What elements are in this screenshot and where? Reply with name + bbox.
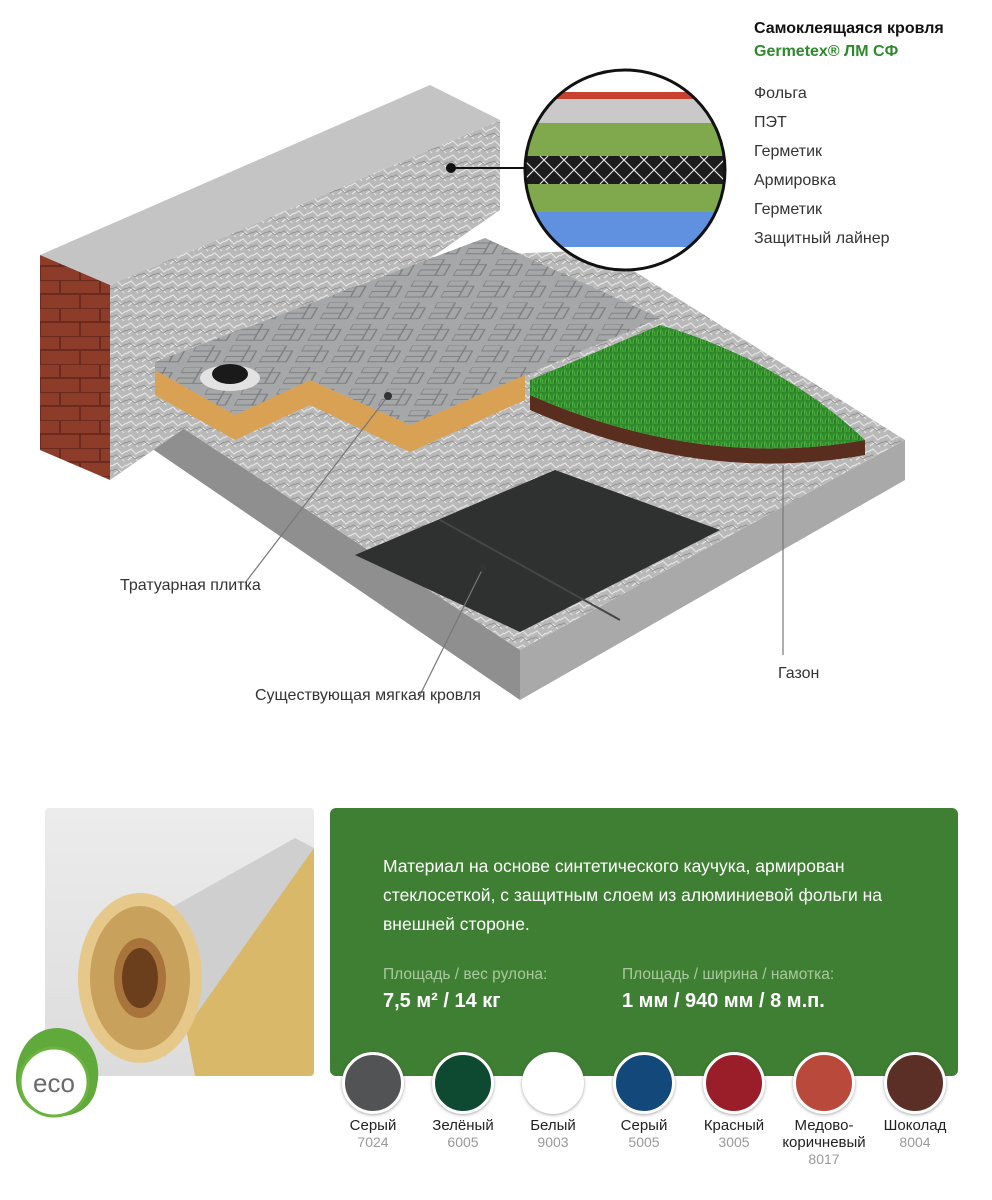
swatch-name: Шоколад xyxy=(883,1117,947,1134)
lawn-grass xyxy=(530,325,865,449)
tile-callout-line xyxy=(244,395,389,584)
roof-callout-line xyxy=(419,567,484,696)
wall-top xyxy=(40,85,500,285)
product-description: Материал на основе синтетического каучук… xyxy=(383,856,882,934)
swatch-circle[interactable] xyxy=(793,1052,855,1114)
eco-badge: eco xyxy=(16,1028,99,1118)
soft-roof-seam xyxy=(439,519,621,621)
reinforcement-band xyxy=(525,156,725,184)
swatch-name: Медово- коричневый xyxy=(782,1117,866,1151)
swatch-circle[interactable] xyxy=(884,1052,946,1114)
color-swatch-green-6005[interactable]: Зелёный 6005 xyxy=(418,1052,508,1151)
callout-paving-tile: Тратуарная плитка xyxy=(120,577,261,594)
magnifier-ring xyxy=(523,68,727,272)
layer-label-sealant-bottom: Герметик xyxy=(754,201,823,218)
reinforcement-mesh xyxy=(525,155,725,185)
info-panel: Материал на основе синтетического каучук… xyxy=(330,808,958,1076)
swatch-circle[interactable] xyxy=(703,1052,765,1114)
layer-label-liner: Защитный лайнер xyxy=(754,230,890,247)
lawn-soil xyxy=(530,395,865,464)
roll-area-weight-value: 7,5 м² / 14 кг xyxy=(383,990,501,1012)
magnifier-anchor xyxy=(446,163,456,173)
product-roll-photo xyxy=(45,808,314,1076)
sealant-bottom-band xyxy=(525,184,725,212)
tile-callout-dot xyxy=(384,392,392,400)
swatch-code: 5005 xyxy=(628,1134,660,1150)
layer-label-sealant-top: Герметик xyxy=(754,143,823,160)
paving-tiles xyxy=(155,238,660,425)
color-swatch-blue-5005[interactable]: Серый 5005 xyxy=(599,1052,689,1151)
thickness-width-length-label: Площадь / ширина / намотка: xyxy=(622,966,835,983)
pet-layer-band xyxy=(525,99,725,123)
liner-layer-band xyxy=(525,212,725,247)
thickness-width-length-value: 1 мм / 940 мм / 8 м.п. xyxy=(622,990,825,1012)
wall-brick-side xyxy=(40,255,110,480)
product-subtitle: Germetex® ЛМ СФ xyxy=(754,43,899,60)
swatch-name: Серый xyxy=(620,1117,668,1134)
swatch-circle[interactable] xyxy=(432,1052,494,1114)
sand-base xyxy=(155,370,525,452)
product-title: Самоклеящаяся кровля xyxy=(754,20,944,37)
color-swatch-grey-7024[interactable]: Серый 7024 xyxy=(328,1052,418,1151)
roof-callout-dot xyxy=(479,564,487,572)
concrete-slab-right xyxy=(520,440,905,700)
callout-existing-roof: Существующая мягкая кровля xyxy=(255,687,481,704)
layer-label-reinforcement: Армировка xyxy=(754,172,837,189)
roof-illustration xyxy=(40,68,905,700)
swatch-code: 8017 xyxy=(808,1151,840,1167)
swatch-name: Красный xyxy=(703,1117,765,1134)
callout-lawn: Газон xyxy=(778,665,820,682)
eco-label: eco xyxy=(33,1068,75,1098)
color-swatch-white-9003[interactable]: Белый 9003 xyxy=(508,1052,598,1151)
layer-label-foil: Фольга xyxy=(754,85,807,102)
swatch-code: 7024 xyxy=(357,1134,389,1150)
swatch-code: 6005 xyxy=(447,1134,479,1150)
sealant-top-band xyxy=(525,123,725,156)
existing-soft-roof xyxy=(355,470,720,632)
concrete-slab-left xyxy=(110,380,520,700)
foil-layer-band xyxy=(525,92,725,99)
layer-cross-section xyxy=(525,70,725,270)
swatch-code: 3005 xyxy=(718,1134,750,1150)
swatch-circle[interactable] xyxy=(613,1052,675,1114)
layer-label-pet: ПЭТ xyxy=(754,114,787,131)
swatch-circle[interactable] xyxy=(342,1052,404,1114)
color-swatch-red-3005[interactable]: Красный 3005 xyxy=(689,1052,779,1151)
roll-graphic xyxy=(78,838,314,1076)
layer-list: Фольга ПЭТ Герметик Армировка Герметик З… xyxy=(754,82,890,256)
roof-drain xyxy=(212,364,248,384)
swatch-name: Зелёный xyxy=(432,1117,494,1134)
swatch-name: Серый xyxy=(349,1117,397,1134)
roll-area-weight-label: Площадь / вес рулона: xyxy=(383,966,548,983)
color-swatch-chocolate-8004[interactable]: Шоколад 8004 xyxy=(870,1052,960,1151)
swatch-code: 9003 xyxy=(537,1134,569,1150)
swatch-code: 8004 xyxy=(899,1134,931,1150)
swatch-name: Белый xyxy=(530,1117,576,1134)
color-swatch-honey-brown-8017[interactable]: Медово- коричневый 8017 xyxy=(779,1052,869,1168)
swatch-circle[interactable] xyxy=(522,1052,584,1114)
